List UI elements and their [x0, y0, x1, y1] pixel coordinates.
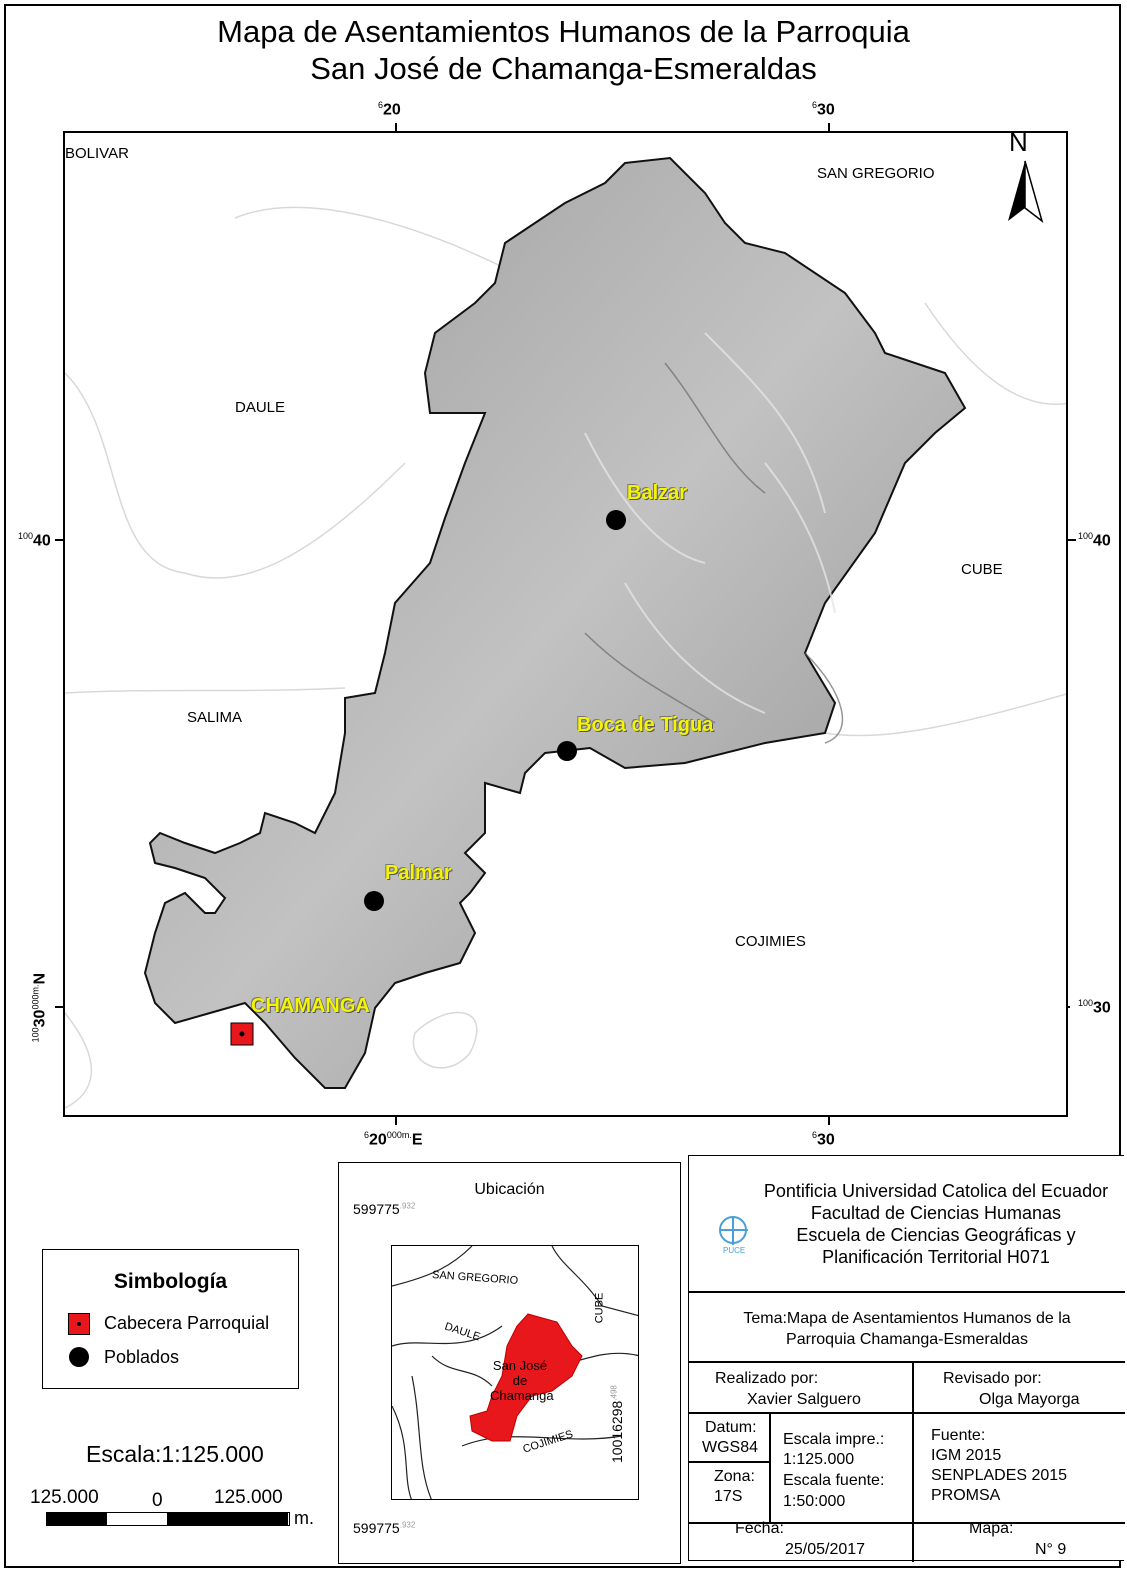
fuente-line1: IGM 2015 [931, 1447, 1002, 1464]
page-frame [4, 4, 1121, 1568]
info-block: PUCE Pontificia Universidad Catolica del… [688, 1155, 1125, 1562]
escala-impre-label: Escala impre.: [783, 1431, 885, 1448]
tema-line1: Tema:Mapa de Asentamientos Humanos de la [743, 1310, 1071, 1327]
grid-label-left-40: 10040 [18, 531, 51, 550]
escala-fuente-label: Escala fuente: [783, 1472, 885, 1489]
location-title: Ubicación [474, 1181, 545, 1198]
tick-top-20 [395, 123, 397, 131]
north-label: N [1009, 131, 1028, 157]
grid-label-right-30: 10030 [1078, 998, 1111, 1017]
legend-poblados-label: Poblados [104, 1347, 180, 1367]
settlement-chamanga-label: CHAMANGA [251, 995, 370, 1017]
puce-logo-text: PUCE [723, 1246, 746, 1255]
tick-bottom-30 [828, 1117, 830, 1125]
realizado-label: Realizado por: [715, 1370, 819, 1387]
legend-title: Simbología [113, 1270, 228, 1293]
main-map: N BOLIVAR SAN GREGORIO DAULE CUBE SALIMA… [63, 131, 1068, 1117]
escala-impre-value: 1:125.000 [783, 1451, 855, 1468]
tick-bottom-20 [395, 1117, 397, 1125]
escala-fuente-value: 1:50:000 [783, 1493, 846, 1510]
neighbor-cojimies: COJIMIES [735, 933, 806, 950]
legend-poblados-symbol [69, 1347, 89, 1367]
fecha-label: Fecha: [735, 1520, 784, 1537]
fuente-line2: SENPLADES 2015 [931, 1467, 1068, 1484]
neighbor-san-gregorio: SAN GREGORIO [817, 165, 935, 182]
datum-label: Datum: [705, 1419, 757, 1436]
settlement-boca-de-tigua-label: Boca de Tigua [577, 714, 714, 736]
location-bottom-coord: 599775.932 [353, 1520, 416, 1536]
scale-unit: m. [294, 1508, 314, 1528]
tema-block: Tema:Mapa de Asentamientos Humanos de la… [689, 1308, 1125, 1350]
fuente-line3: PROMSA [931, 1487, 1001, 1504]
scale-tick-left: 125.000 [30, 1487, 99, 1508]
settlement-palmar-label: Palmar [385, 862, 452, 884]
revisado-label: Revisado por: [943, 1370, 1042, 1387]
legend-box: Simbología Cabecera Parroquial Poblados [42, 1249, 299, 1389]
scale-tick-right: 125.000 [214, 1487, 283, 1508]
scale-bar [46, 1512, 290, 1526]
grid-label-bottom-30: 630 [812, 1130, 835, 1149]
legend-cabecera-symbol [68, 1313, 90, 1335]
zona-label: Zona: [714, 1468, 755, 1485]
poblado-palmar-marker [364, 891, 384, 911]
datum-value: WGS84 [702, 1439, 759, 1456]
tick-top-30 [828, 123, 830, 131]
poblado-balzar-marker [606, 510, 626, 530]
grid-label-top-30: 630 [812, 100, 835, 119]
legend-cabecera-label: Cabecera Parroquial [104, 1313, 270, 1333]
tick-right-30 [1068, 1006, 1070, 1008]
map-canvas [65, 156, 1066, 1109]
institution-block: Pontificia Universidad Catolica del Ecua… [747, 1180, 1125, 1268]
tema-line2: Parroquia Chamanga-Esmeraldas [786, 1331, 1028, 1348]
map-title-line2: San José de Chamanga-Esmeraldas [310, 51, 817, 86]
neighbor-bolivar: BOLIVAR [65, 145, 129, 162]
north-arrow-icon [1008, 160, 1044, 223]
parish-polygon [143, 156, 967, 1089]
location-top-coord: 599775.932 [353, 1201, 416, 1217]
mapa-label: Mapa: [969, 1520, 1014, 1537]
settlement-balzar-label: Balzar [627, 482, 688, 504]
location-cube: CUBE [593, 1292, 606, 1324]
institution-line3: Escuela de Ciencias Geográficas y [796, 1225, 1076, 1245]
puce-logo-icon [719, 1216, 748, 1245]
institution-line2: Facultad de Ciencias Humanas [810, 1203, 1062, 1223]
neighbor-salima: SALIMA [187, 709, 243, 726]
mapa-value: N° 9 [1035, 1541, 1067, 1558]
grid-label-right-40: 10040 [1078, 531, 1111, 550]
grid-label-top-20: 620 [378, 100, 401, 119]
institution-line1: Pontificia Universidad Catolica del Ecua… [763, 1181, 1109, 1201]
tick-right-40 [1068, 539, 1076, 541]
institution-line4: Planificación Territorial H071 [822, 1247, 1050, 1267]
location-inset-map: SAN GREGORIO CUBE DAULE COJIMIES San Jos… [391, 1245, 639, 1500]
grid-label-bottom-20: 620000m.E [364, 1130, 423, 1149]
relief-shadows [584, 362, 844, 744]
scale-tick-zero: 0 [152, 1490, 163, 1511]
map-title-line1: Mapa de Asentamientos Humanos de la Parr… [217, 14, 910, 49]
zona-value: 17S [714, 1488, 743, 1505]
fecha-value: 25/05/2017 [785, 1541, 866, 1558]
relief-streaks [584, 332, 836, 714]
neighbor-daule: DAULE [235, 399, 286, 416]
realizado-name: Xavier Salguero [747, 1391, 861, 1408]
tick-left-40 [55, 539, 63, 541]
scale-label: Escala:1:125.000 [86, 1441, 264, 1467]
neighbor-cube: CUBE [961, 561, 1003, 578]
cabecera-chamanga-dot [239, 1031, 245, 1037]
tick-left-30 [55, 1006, 63, 1008]
revisado-name: Olga Mayorga [979, 1391, 1080, 1408]
grid-label-left-30: 10030000m.N [30, 972, 49, 1043]
poblado-boca-de-tigua-marker [557, 741, 577, 761]
fuente-label: Fuente: [931, 1427, 986, 1444]
location-inset: Ubicación 599775.932 599775.932 10016298… [338, 1162, 681, 1564]
